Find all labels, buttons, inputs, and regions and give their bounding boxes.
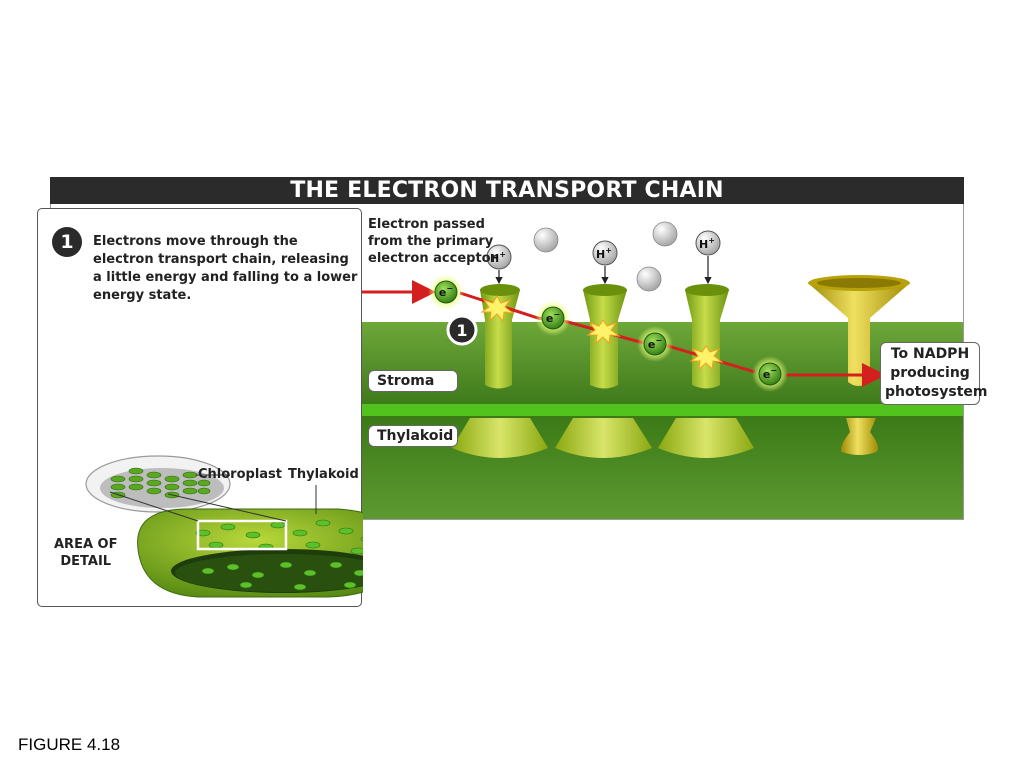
to-nadph-line-3: photosystem xyxy=(885,384,988,400)
detail-pointer-2 xyxy=(167,493,287,522)
proton-ball-1 xyxy=(533,227,559,253)
area-of-detail-line-1: AREA OF xyxy=(54,537,118,552)
step-panel: 1 Electrons move through the electron tr… xyxy=(37,208,363,607)
stroma-label: Stroma xyxy=(368,370,458,392)
area-of-detail-line-2: DETAIL xyxy=(60,554,112,569)
h-plus-ion-1: H+ xyxy=(486,244,512,285)
to-nadph-label: To NADPH producing photosystem xyxy=(880,342,988,405)
funnel-base xyxy=(841,418,878,455)
nadph-funnel xyxy=(808,275,910,386)
electron-passed-line-1: Electron passed xyxy=(368,217,485,232)
energy-burst-3 xyxy=(689,345,724,371)
step-number-badge: 1 xyxy=(52,227,82,257)
energy-burst-1 xyxy=(480,294,515,323)
electron-1: e− xyxy=(428,274,464,310)
chloroplast-label: Chloroplast xyxy=(198,467,283,482)
svg-text:H+: H+ xyxy=(596,246,612,261)
protein-base-2 xyxy=(555,418,652,458)
svg-text:1: 1 xyxy=(456,321,467,340)
detail-pointer-1 xyxy=(109,491,199,522)
electron-3: e− xyxy=(637,326,673,362)
to-nadph-line-1: To NADPH xyxy=(890,346,970,362)
to-nadph-line-2: producing xyxy=(890,365,970,381)
area-of-detail-label: AREA OF DETAIL xyxy=(54,536,117,570)
svg-text:e−: e− xyxy=(546,310,560,325)
svg-text:e−: e− xyxy=(763,366,777,381)
svg-text:H+: H+ xyxy=(490,250,506,265)
chloroplast-inset xyxy=(85,455,363,598)
thylakoid-large xyxy=(137,508,363,598)
svg-text:H+: H+ xyxy=(699,236,715,251)
step-description: Electrons move through the electron tran… xyxy=(93,234,358,303)
electron-4: e− xyxy=(752,356,788,392)
electron-passed-line-2: from the primary xyxy=(368,234,494,249)
electron-2: e− xyxy=(535,300,571,336)
svg-text:e−: e− xyxy=(439,284,453,299)
energy-burst-2 xyxy=(586,319,621,345)
step-marker-1: 1 xyxy=(446,314,478,346)
proton-ball-2 xyxy=(652,221,678,247)
thylakoid-inset-label: Thylakoid xyxy=(288,467,359,482)
protein-base-3 xyxy=(658,418,754,458)
electron-passed-line-3: electron acceptor xyxy=(368,251,497,266)
thylakoid-region-label: Thylakoid xyxy=(368,425,458,447)
protein-base-1 xyxy=(452,418,548,458)
proton-ball-3 xyxy=(636,266,662,292)
h-plus-ion-2: H+ xyxy=(592,240,618,285)
chloroplast-small xyxy=(85,455,231,513)
electron-passed-label: Electron passed from the primary electro… xyxy=(368,216,497,267)
protein-column-3 xyxy=(685,284,729,389)
diagram-title: THE ELECTRON TRANSPORT CHAIN xyxy=(50,177,964,204)
figure-caption: FIGURE 4.18 xyxy=(18,735,121,754)
svg-text:e−: e− xyxy=(648,336,662,351)
protein-column-1 xyxy=(480,284,520,389)
membrane-highlight xyxy=(362,404,963,416)
h-plus-ion-3: H+ xyxy=(695,230,721,285)
